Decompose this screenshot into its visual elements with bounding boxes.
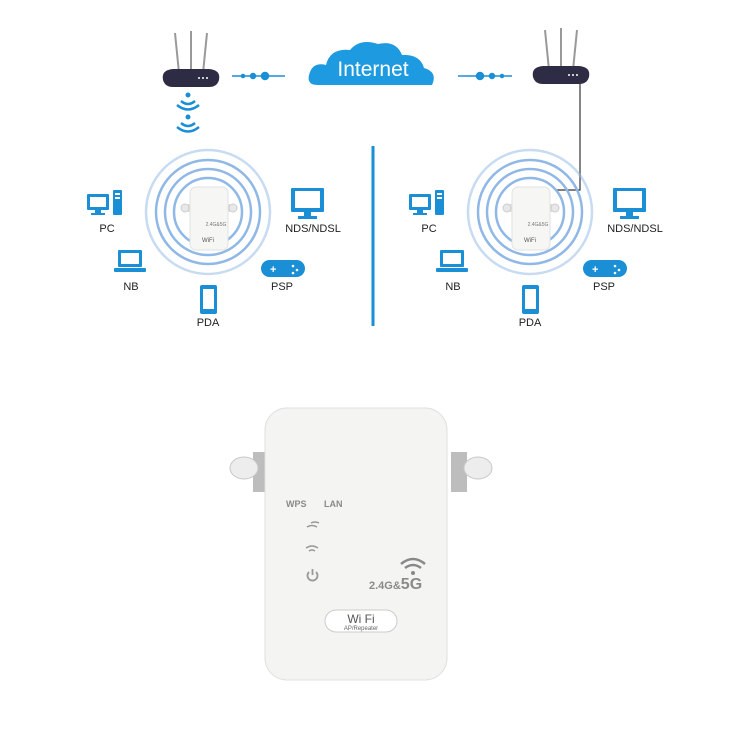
scene-wireless: PC NB PDA NDS/NDSL + PSP	[87, 148, 341, 329]
gamepad-icon: +	[583, 260, 627, 277]
gamepad-icon: +	[261, 260, 305, 277]
svg-text:+: +	[592, 264, 598, 276]
pc-label: PC	[99, 223, 114, 235]
nds-label: NDS/NDSL	[607, 223, 663, 235]
repeater-led-icon	[306, 521, 320, 528]
svg-text:+: +	[270, 264, 276, 276]
pda-label: PDA	[519, 317, 542, 329]
internet-cloud: Internet	[308, 42, 434, 85]
psp-label: PSP	[593, 281, 615, 293]
wifi-logo: Wi Fi	[347, 612, 374, 626]
nb-label: NB	[123, 281, 138, 293]
wifi-band-icon	[400, 557, 426, 575]
nds-label: NDS/NDSL	[285, 223, 341, 235]
logo-subtitle: AP/Repeater	[344, 626, 378, 632]
router-right-icon	[531, 27, 591, 85]
power-led-icon	[306, 569, 319, 582]
laptop-icon	[114, 250, 146, 272]
psp-label: PSP	[271, 281, 293, 293]
link-left	[232, 71, 285, 81]
pda-label: PDA	[197, 317, 220, 329]
router-left-icon	[161, 30, 221, 88]
svg-text:2.4G&5G: 2.4G&5G	[369, 576, 422, 593]
wifi-signal-icon	[176, 92, 200, 133]
nb-label: NB	[445, 281, 460, 293]
extender-small-icon	[144, 148, 272, 276]
ethernet-cable	[556, 80, 581, 191]
laptop-icon	[436, 250, 468, 272]
scene-wired: PC NB PDA NDS/NDSL + PSP	[409, 148, 663, 329]
pda-icon	[522, 285, 539, 314]
internet-label: Internet	[337, 58, 408, 81]
extender-small-icon	[466, 148, 594, 276]
wifi-led-icon	[305, 545, 319, 552]
link-right	[458, 71, 512, 81]
band-5g-label: 5G	[401, 576, 422, 593]
pda-icon	[200, 285, 217, 314]
extender-product: WPS LAN 2.4G&5G Wi Fi AP/Repeater	[229, 407, 493, 681]
band-label: 2.4G&	[369, 580, 401, 592]
pc-label: PC	[421, 223, 436, 235]
monitor-icon	[613, 188, 646, 219]
wps-label: WPS	[286, 499, 307, 509]
monitor-icon	[291, 188, 324, 219]
lan-label: LAN	[324, 499, 343, 509]
